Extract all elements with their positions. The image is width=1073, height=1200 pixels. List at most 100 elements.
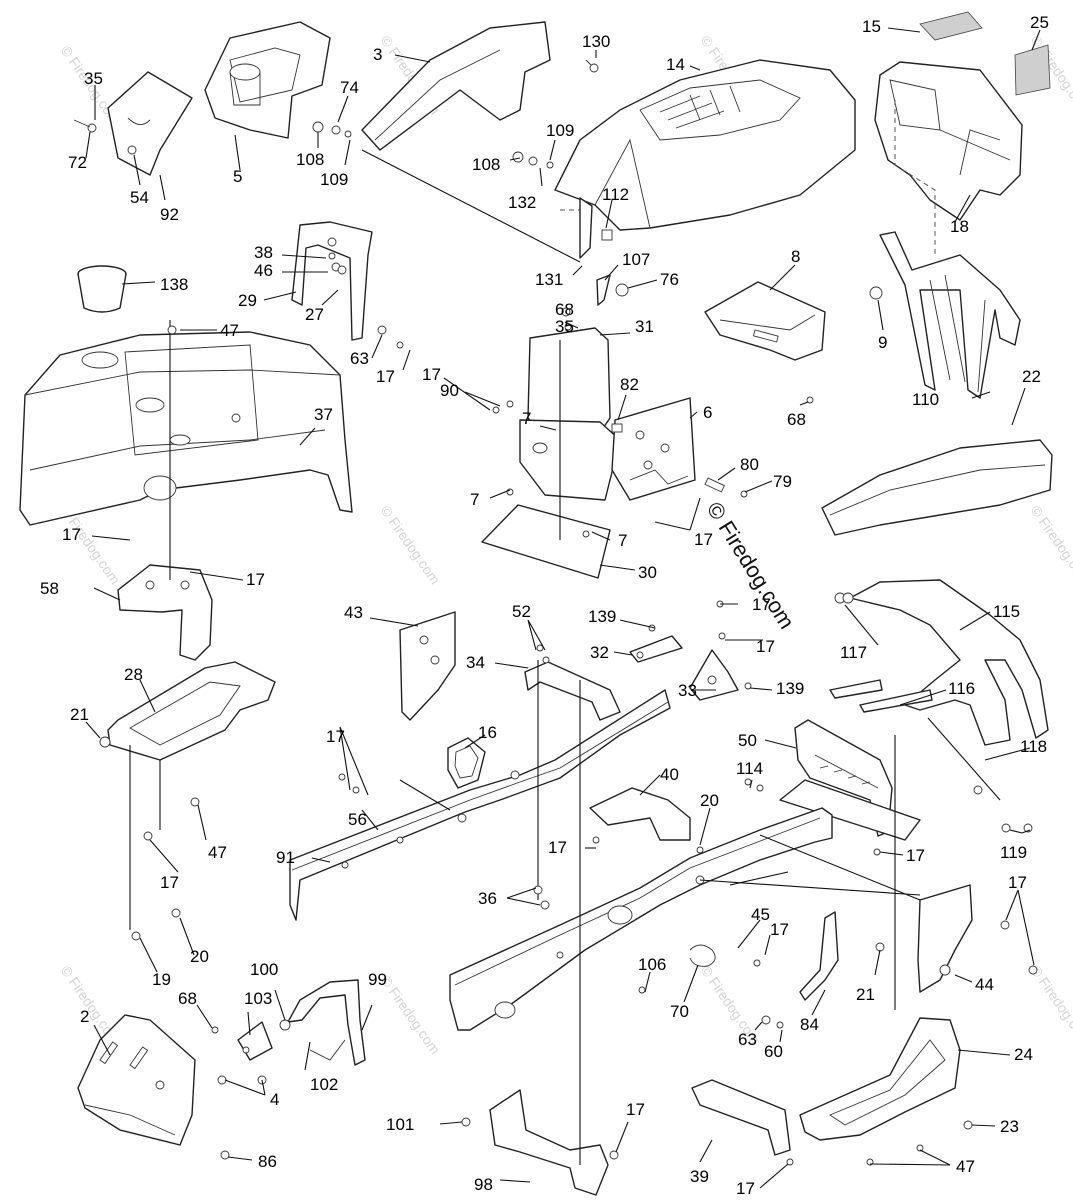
- part-33-link: [689, 649, 739, 701]
- callout-17-a: 17: [376, 367, 395, 386]
- callout-79: 79: [773, 472, 792, 491]
- callout-92: 92: [160, 205, 179, 224]
- watermark: © Firedog.com: [378, 973, 444, 1058]
- part-103-plate: [237, 1021, 273, 1061]
- callout-35-b: 35: [555, 317, 574, 336]
- callout-109-b: 109: [546, 121, 574, 140]
- callout-56: 56: [348, 810, 367, 829]
- part-110-frame-bracket: [879, 231, 1021, 399]
- callout-102: 102: [310, 1075, 338, 1094]
- part-32-link: [629, 635, 683, 663]
- callout-29: 29: [238, 291, 257, 310]
- callout-117: 117: [840, 643, 867, 662]
- callout-31: 31: [635, 317, 654, 336]
- callout-118: 118: [1020, 737, 1047, 756]
- part-28-footrest-left: [107, 661, 276, 761]
- callout-17-d: 17: [62, 525, 81, 544]
- callout-38: 38: [254, 243, 273, 262]
- callout-21: 21: [70, 705, 89, 724]
- callout-33: 33: [678, 681, 697, 700]
- callout-7-b: 7: [470, 490, 479, 509]
- assembly-guides: [129, 149, 1001, 1165]
- callout-130: 130: [582, 32, 610, 51]
- callout-37: 37: [314, 405, 333, 424]
- callout-91: 91: [276, 848, 295, 867]
- callout-17-j: 17: [548, 838, 567, 857]
- part-92-bracket: [107, 71, 193, 176]
- callout-17-k: 17: [906, 846, 925, 865]
- callout-17-o: 17: [736, 1179, 755, 1198]
- callout-2: 2: [80, 1007, 89, 1026]
- part-29-steering-bracket: [291, 221, 373, 341]
- callout-22: 22: [1022, 367, 1041, 386]
- part-70-spring: [689, 944, 716, 967]
- callout-110: 110: [912, 390, 939, 409]
- callout-108-b: 108: [472, 155, 500, 174]
- callout-84: 84: [800, 1015, 819, 1034]
- callout-139: 139: [588, 607, 616, 626]
- callout-17-m: 17: [770, 920, 789, 939]
- part-8-seat-bracket: [704, 281, 826, 361]
- callout-17-h: 17: [752, 595, 771, 614]
- part-22-bumper: [821, 439, 1053, 536]
- callout-7-c: 7: [618, 531, 627, 550]
- callout-112: 112: [602, 185, 629, 204]
- callout-74: 74: [340, 78, 359, 97]
- watermark: © Firedog.com: [1028, 963, 1073, 1048]
- part-14-hood: [554, 59, 856, 231]
- part-98-bracket: [489, 1089, 609, 1196]
- part-43-bracket: [399, 611, 456, 721]
- callout-60: 60: [764, 1042, 783, 1061]
- callout-68: 68: [787, 410, 806, 429]
- callout-72: 72: [68, 153, 87, 172]
- callout-14: 14: [666, 55, 685, 74]
- callout-58: 58: [40, 579, 59, 598]
- callout-100: 100: [250, 960, 278, 979]
- part-30-plate: [481, 504, 611, 579]
- callout-17-n: 17: [626, 1100, 645, 1119]
- callout-8: 8: [791, 247, 800, 266]
- part-25-screen: [1014, 44, 1051, 96]
- callout-44: 44: [975, 975, 994, 994]
- callout-36: 36: [478, 889, 497, 908]
- part-138-cup: [77, 265, 127, 313]
- callout-4: 4: [270, 1090, 279, 1109]
- callout-7-a: 7: [522, 409, 531, 428]
- callout-106: 106: [638, 955, 666, 974]
- watermark: © Firedog.com: [1028, 503, 1073, 588]
- part-116-strap: [829, 679, 933, 713]
- part-34-bracket: [524, 661, 621, 721]
- callout-46: 46: [254, 261, 273, 280]
- callout-39: 39: [690, 1167, 709, 1186]
- part-16-bushing: [447, 737, 486, 789]
- part-31-6-steering-support: [519, 327, 696, 501]
- callout-34: 34: [466, 653, 485, 672]
- callout-131: 131: [535, 270, 563, 289]
- callout-107: 107: [622, 250, 650, 269]
- callout-17-l: 17: [1008, 873, 1027, 892]
- callout-15: 15: [862, 17, 881, 36]
- callout-86: 86: [258, 1152, 277, 1171]
- callout-25: 25: [1030, 13, 1049, 32]
- callout-40: 40: [660, 765, 679, 784]
- callout-17-f: 17: [160, 873, 179, 892]
- callout-52: 52: [512, 602, 531, 621]
- callout-70: 70: [670, 1002, 689, 1021]
- callout-80: 80: [740, 455, 759, 474]
- callout-labels: 3 130 14 15 25 35 72 54 92 5 108 74 109 …: [40, 13, 1049, 1198]
- part-84-hook: [799, 911, 839, 1001]
- part-2-mounting-plate: [77, 1014, 196, 1146]
- callout-63-b: 63: [738, 1030, 757, 1049]
- part-58-bracket: [117, 564, 213, 661]
- part-40-bracket: [589, 787, 691, 841]
- part-37-dash-cover: [19, 331, 353, 526]
- callout-115: 115: [993, 602, 1020, 621]
- callout-24: 24: [1014, 1045, 1033, 1064]
- callout-21-b: 21: [856, 985, 875, 1004]
- callout-17-i: 17: [756, 637, 775, 656]
- callout-32: 32: [590, 643, 609, 662]
- part-24-footrest-right: [799, 1017, 961, 1141]
- callout-47-b: 47: [208, 843, 227, 862]
- part-39-bracket: [691, 1079, 791, 1156]
- callout-82: 82: [620, 375, 639, 394]
